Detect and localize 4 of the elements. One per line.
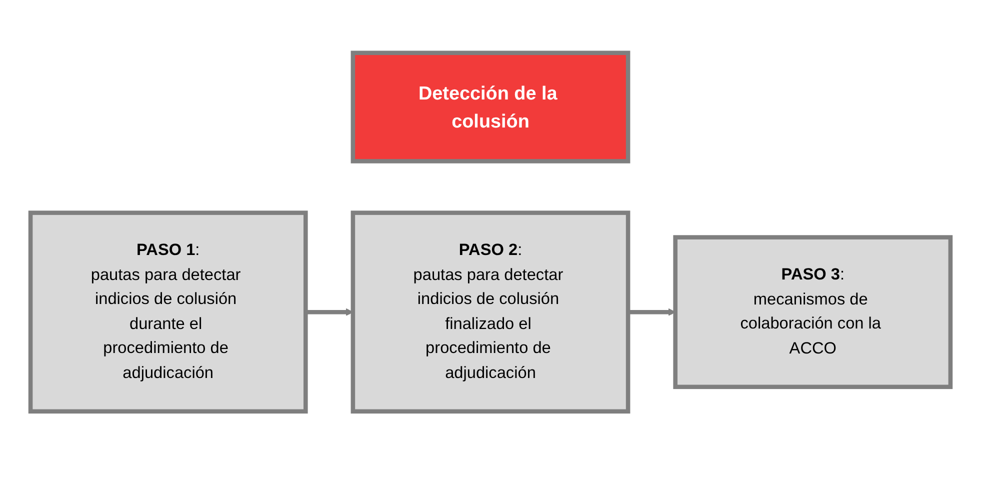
- node-box: PASO 2: pautas para detectar indicios de colusión finalizado el procedimiento de adjudicación: [350, 211, 630, 414]
- node-box: PASO 1: pautas para detectar indicios de colusión durante el procedimiento de adjudicación: [28, 211, 308, 414]
- node-box: PASO 3: mecanismos de colaboración con la ACCO: [673, 236, 953, 390]
- node-box: Detección de la colusión: [350, 51, 630, 164]
